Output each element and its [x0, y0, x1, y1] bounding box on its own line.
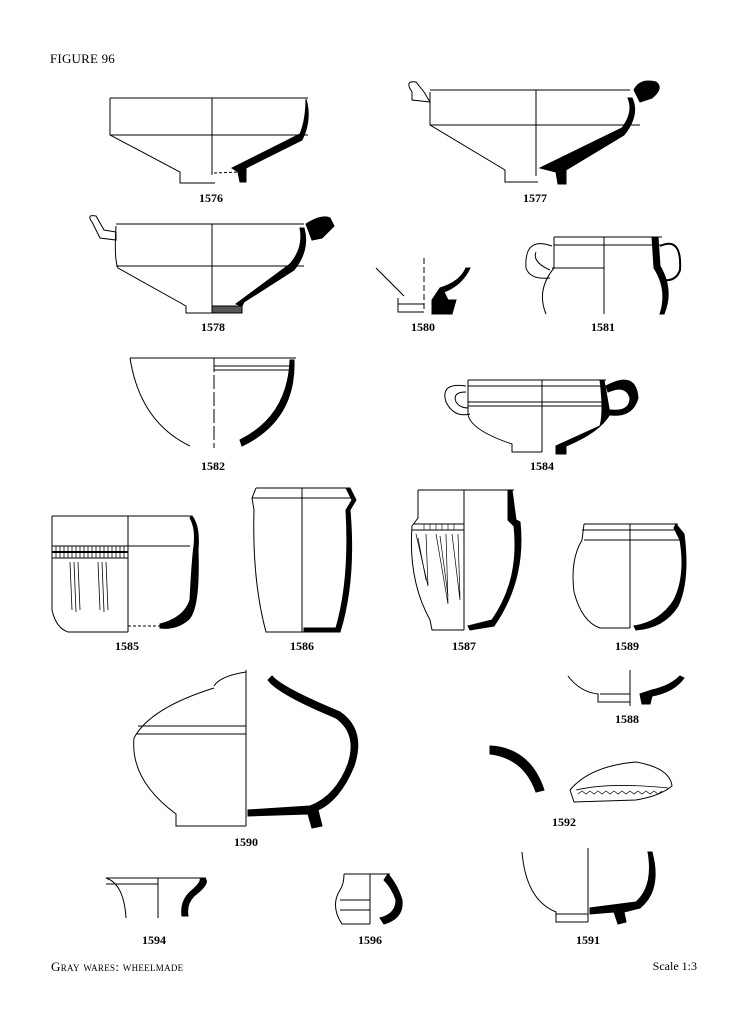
figure-label: FIGURE 96: [50, 51, 115, 66]
vessel-1585: 1585: [51, 515, 199, 653]
label-1588: 1588: [615, 712, 639, 726]
vessel-1589: 1589: [572, 523, 687, 653]
vessel-1594: 1594: [105, 877, 207, 947]
vessel-1584: 1584: [444, 379, 639, 473]
vessel-1591: 1591: [521, 848, 656, 947]
label-1584: 1584: [530, 459, 554, 473]
vessel-1578: 1578: [89, 215, 335, 334]
scale-note: Scale 1:3: [652, 959, 697, 973]
label-1587: 1587: [452, 639, 476, 653]
vessel-1580: 1580: [375, 258, 471, 334]
label-1586: 1586: [290, 639, 314, 653]
label-1580: 1580: [411, 320, 435, 334]
label-1591: 1591: [576, 933, 600, 947]
label-1596: 1596: [358, 933, 382, 947]
vessel-1586: 1586: [251, 487, 357, 653]
label-1590: 1590: [234, 835, 258, 849]
vessel-1577: 1577: [408, 80, 660, 205]
label-1578: 1578: [201, 320, 225, 334]
label-1576: 1576: [199, 191, 223, 205]
label-1594: 1594: [142, 933, 166, 947]
vessel-1581: 1581: [525, 236, 682, 334]
label-1581: 1581: [591, 320, 615, 334]
figure-caption: Gray wares: wheelmade: [51, 959, 184, 974]
vessel-1592: 1592: [489, 745, 673, 829]
vessel-1582: 1582: [129, 357, 296, 473]
label-1585: 1585: [115, 639, 139, 653]
vessel-1590: 1590: [133, 670, 359, 849]
label-1592: 1592: [552, 815, 576, 829]
label-1582: 1582: [201, 459, 225, 473]
label-1577: 1577: [523, 191, 547, 205]
vessel-1576: 1576: [109, 97, 309, 205]
vessel-1596: 1596: [335, 873, 403, 947]
vessel-1588: 1588: [567, 670, 685, 726]
vessel-1587: 1587: [410, 489, 522, 653]
label-1589: 1589: [615, 639, 639, 653]
